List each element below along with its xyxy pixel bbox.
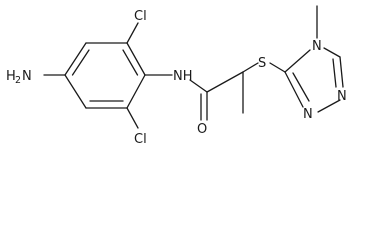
bond-ring-c3-c4 (64, 42, 87, 76)
bond-triazole-n1-n2 (317, 99, 341, 113)
amine-h-subscript: 2 (15, 75, 21, 86)
atom-label-triazole-n2: N (303, 107, 313, 122)
atom-label-triazole-n1: N (337, 89, 347, 104)
bond-triazole-c5-n1 (339, 56, 344, 88)
atom-label-cl-top: Cl (134, 9, 147, 24)
bond-sulfur-triazole-c (269, 62, 286, 73)
amine-n-label: N (22, 69, 32, 84)
bond-triazole-n4-c5 (323, 47, 341, 58)
atom-label-triazole-n4: N (312, 39, 322, 54)
chemical-structure-diagram: Cl Cl H 2 N NH O S N N N (6, 5, 347, 147)
bond-triazole-n2-c3-double (292, 72, 310, 102)
atom-label-amine: H 2 N (6, 69, 32, 86)
atom-label-sulfur: S (258, 56, 266, 71)
bond-c6-cl (126, 107, 139, 129)
bond-group (43, 5, 344, 129)
bond-carbonyl-alpha-c (206, 71, 244, 93)
bond-ring-c1-c2-inner (122, 49, 139, 76)
bond-ring-c1-c2 (126, 42, 146, 76)
atom-label-cl-bottom: Cl (134, 132, 147, 147)
bond-triazole-c5-n1-double (332, 58, 337, 88)
bond-ring-c6-c1 (126, 74, 146, 109)
atom-label-amide-nh: NH (173, 69, 193, 84)
bond-ring-c4-c5 (64, 74, 87, 109)
atom-label-group: Cl Cl H 2 N NH O S N N N (6, 9, 347, 147)
amine-h-label: H (6, 69, 16, 84)
bond-triazole-c3-n4 (284, 49, 311, 73)
bond-nh-carbonyl-c (189, 79, 208, 93)
bond-c2-cl (126, 22, 139, 44)
bond-alpha-c-sulfur (242, 62, 259, 73)
atom-label-carbonyl-o: O (197, 122, 207, 137)
bond-ring-c3-c4-inner (71, 49, 90, 76)
bond-triazole-n2-c3 (284, 71, 304, 108)
